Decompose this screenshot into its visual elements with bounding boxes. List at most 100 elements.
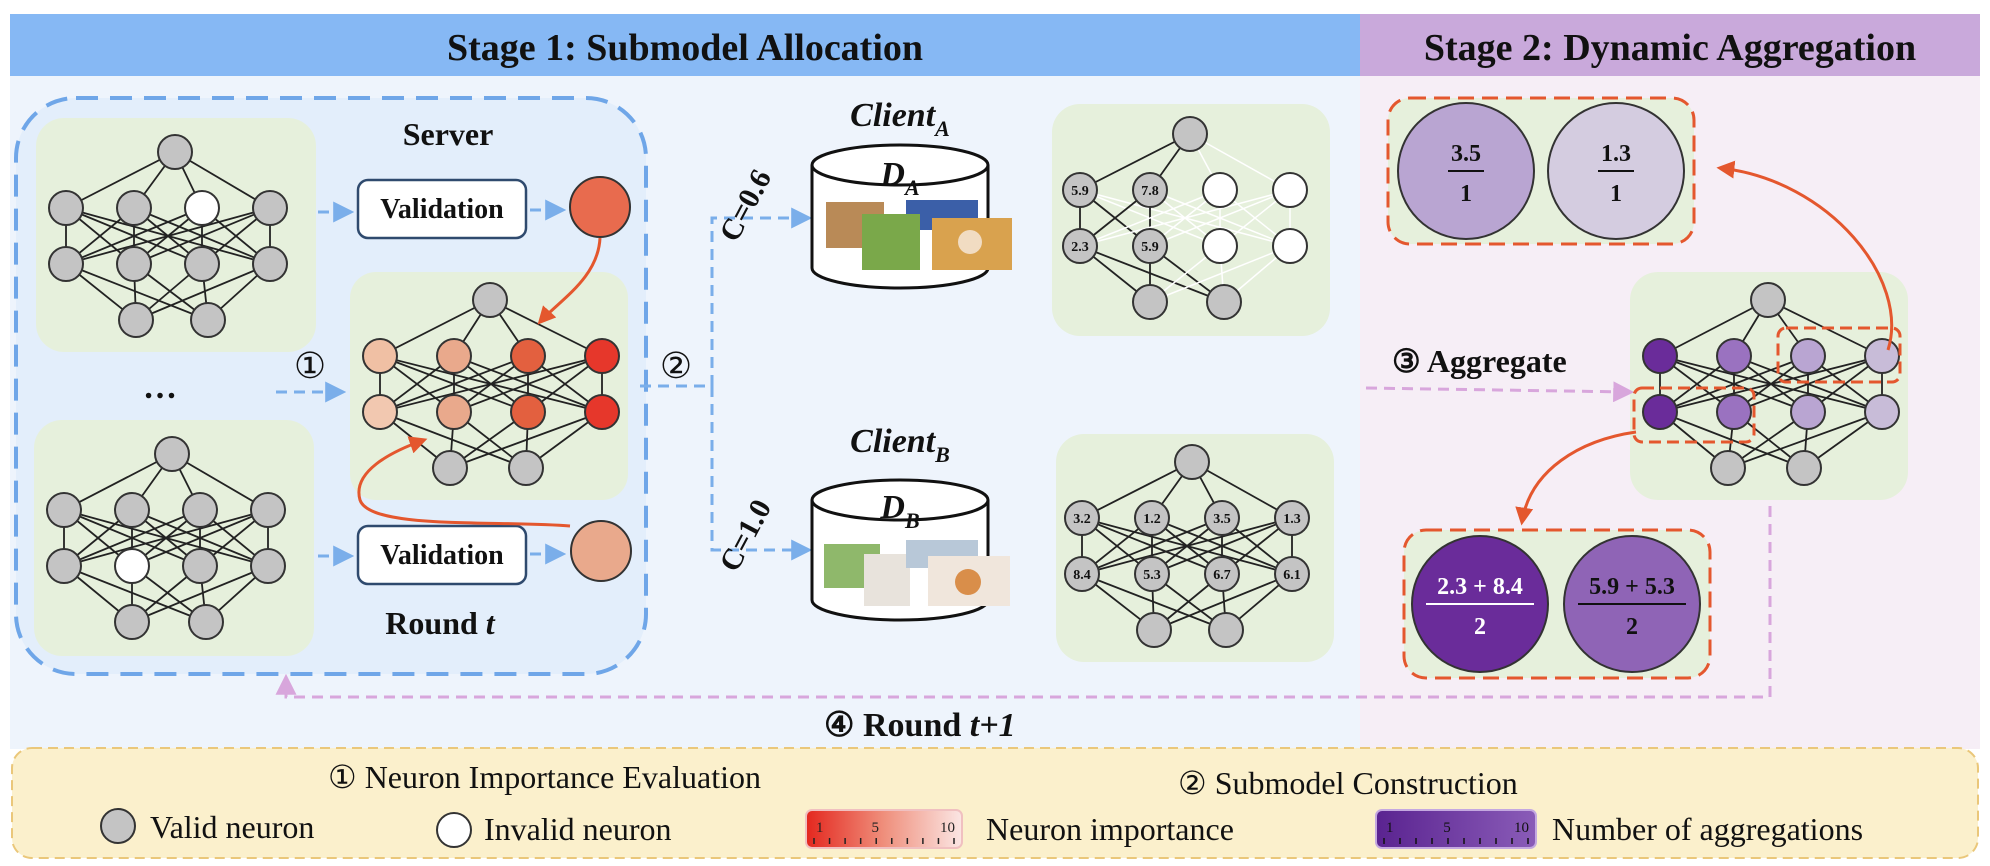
neuron [1710, 450, 1746, 486]
importance-arrow-bottom [357, 436, 571, 528]
scale-tick-label: 5 [872, 820, 880, 836]
connection [171, 453, 269, 511]
neuron-importance-value: 6.1 [1283, 568, 1301, 583]
connection [379, 355, 603, 413]
connection [449, 411, 603, 469]
connection [135, 263, 271, 321]
client-a-title: ClientA [850, 97, 950, 141]
neuron [1864, 338, 1900, 374]
client-a-dataset-label: DA [879, 156, 919, 200]
neuron [1202, 228, 1238, 264]
neuron [252, 190, 288, 226]
scale-tick-label: 10 [940, 820, 955, 836]
neuron [154, 436, 190, 472]
neuron-importance-value: 6.7 [1213, 568, 1231, 583]
aggregation-bottom-results: 2.3 + 8.425.9 + 5.32 [1411, 535, 1701, 673]
neuron [1134, 500, 1170, 536]
neuron [508, 450, 544, 486]
validation-label-top: Validation [380, 194, 504, 225]
neuron [1206, 284, 1242, 320]
connection [63, 509, 269, 567]
neuron [250, 548, 286, 584]
neuron [1208, 612, 1244, 648]
neuron [436, 338, 472, 374]
connection [1189, 133, 1291, 191]
neuron [118, 302, 154, 338]
stage2-title: Stage 2: Dynamic Aggregation [1424, 27, 1916, 69]
neuron [1132, 172, 1168, 208]
connection [1081, 517, 1223, 575]
connection [1659, 411, 1805, 469]
connection [65, 207, 203, 265]
neuron [1274, 500, 1310, 536]
round-label: Round t [385, 605, 496, 641]
neuron [252, 246, 288, 282]
agg-arrow-down [1515, 430, 1637, 526]
connection [65, 207, 271, 265]
legend-valid-label: Valid neuron [150, 809, 314, 845]
neuron [157, 134, 193, 170]
fraction-numerator: 1.3 [1601, 141, 1631, 167]
neuron [46, 492, 82, 528]
scale-tick-label: 1 [1386, 820, 1394, 836]
connection [1153, 573, 1293, 631]
validation-box-top [356, 178, 528, 240]
fraction-numerator: 5.9 + 5.3 [1589, 574, 1675, 600]
neuron [250, 492, 286, 528]
validation-label-bottom: Validation [380, 540, 504, 571]
connection [1081, 517, 1293, 575]
neuron [1172, 116, 1208, 152]
scale-tick-label: 10 [1514, 820, 1529, 836]
neuron-importance-value: 7.8 [1141, 184, 1159, 199]
neuron [1716, 394, 1752, 430]
neuron-importance-value: 2.3 [1071, 240, 1089, 255]
connection [133, 207, 271, 265]
server-model-top [48, 134, 288, 338]
neuron [1062, 172, 1098, 208]
aggregation-top-results: 3.511.31 [1397, 102, 1685, 240]
connection [1079, 189, 1221, 247]
legend-invalid-label: Invalid neuron [484, 811, 672, 847]
connection [1191, 461, 1293, 519]
legend-invalid-icon [436, 812, 472, 848]
next-round-arrow [275, 506, 1772, 699]
connection [379, 355, 529, 413]
neuron [1750, 282, 1786, 318]
neuron-importance-value: 5.3 [1143, 568, 1161, 583]
neuron [472, 282, 508, 318]
connection [1079, 133, 1191, 191]
neuron [1716, 338, 1752, 374]
neuron [1274, 556, 1310, 592]
stage1-title: Stage 1: Submodel Allocation [447, 27, 923, 69]
neuron [584, 394, 620, 430]
neuron [114, 548, 150, 584]
neuron [46, 548, 82, 584]
legend-step1: ① Neuron Importance Evaluation [328, 759, 761, 795]
connection [1659, 299, 1769, 357]
neuron [1174, 444, 1210, 480]
connection [453, 355, 603, 413]
neuron [1642, 394, 1678, 430]
connection [1733, 355, 1883, 413]
neuron [182, 548, 218, 584]
neuron [1272, 172, 1308, 208]
fraction-denominator: 1 [1610, 181, 1622, 207]
step2-marker: ② [660, 346, 692, 386]
client-b-dataset-label: DB [879, 489, 919, 533]
neuron [362, 394, 398, 430]
neuron [1642, 338, 1678, 374]
connection [131, 509, 269, 567]
client-b-title: ClientB [850, 423, 950, 467]
neuron [184, 246, 220, 282]
fraction-denominator: 2 [1474, 614, 1486, 640]
connection [65, 151, 176, 209]
ellipsis: … [143, 369, 177, 406]
fraction-numerator: 2.3 + 8.4 [1437, 574, 1523, 600]
neuron [48, 246, 84, 282]
neuron [1062, 228, 1098, 264]
fraction-numerator: 3.5 [1451, 141, 1481, 167]
legend-step2: ② Submodel Construction [1178, 765, 1518, 801]
neuron [1204, 556, 1240, 592]
connection [174, 151, 271, 209]
